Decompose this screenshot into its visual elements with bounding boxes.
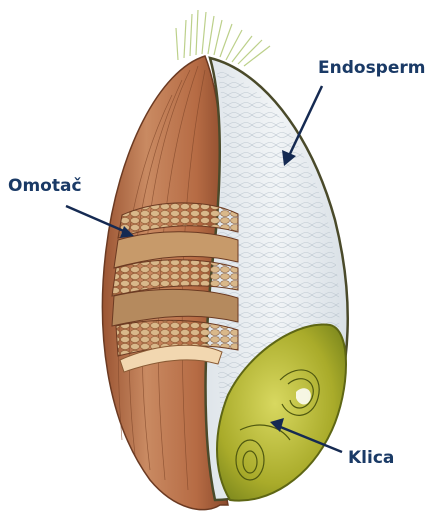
omotac-label: Omotač xyxy=(8,176,82,196)
brush-hairs xyxy=(176,10,270,66)
klica-label: Klica xyxy=(348,448,394,468)
endosperm-label: Endosperm xyxy=(318,58,425,78)
